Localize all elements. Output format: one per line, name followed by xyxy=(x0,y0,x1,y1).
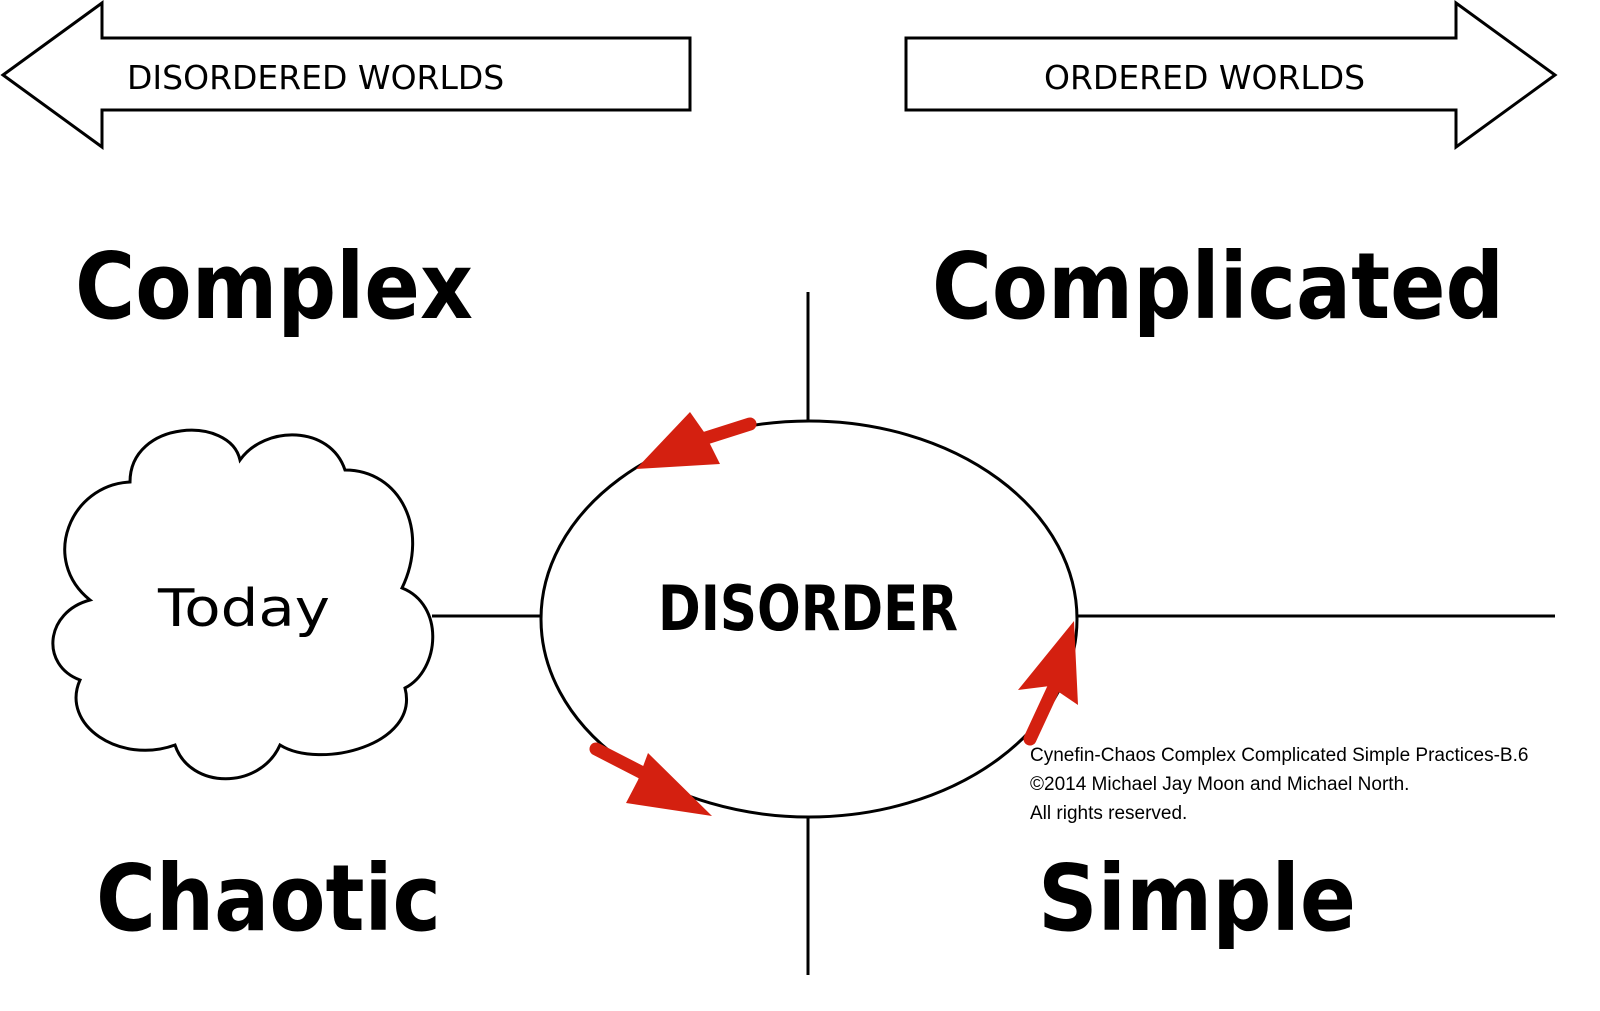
copyright-line-3: All rights reserved. xyxy=(1030,803,1188,824)
domain-chaotic: Chaotic xyxy=(96,845,441,952)
ordered-worlds-arrow: ORDERED WORLDS xyxy=(904,0,1558,150)
red-arrow-bottom xyxy=(589,742,712,816)
red-arrow-right xyxy=(1018,621,1078,746)
ordered-worlds-label: ORDERED WORLDS xyxy=(1044,58,1365,97)
disordered-worlds-arrow: DISORDERED WORLDS xyxy=(0,0,692,150)
copyright-line-1: Cynefin-Chaos Complex Complicated Simple… xyxy=(1030,745,1529,766)
disorder-ellipse xyxy=(539,419,1079,819)
copyright-note: Cynefin-Chaos Complex Complicated Simple… xyxy=(1030,741,1570,828)
disorder-label: DISORDER xyxy=(658,572,958,645)
today-label: Today xyxy=(157,579,330,639)
copyright-line-2: ©2014 Michael Jay Moon and Michael North… xyxy=(1030,774,1410,795)
domain-complicated: Complicated xyxy=(932,233,1504,340)
disordered-worlds-label: DISORDERED WORLDS xyxy=(127,58,504,97)
today-cloud: Today xyxy=(51,428,435,781)
cloud-outline xyxy=(51,428,435,781)
domain-simple: Simple xyxy=(1038,845,1356,952)
domain-complex: Complex xyxy=(75,233,473,340)
red-cycle-arrows xyxy=(589,412,1078,816)
red-arrow-top xyxy=(636,412,757,469)
